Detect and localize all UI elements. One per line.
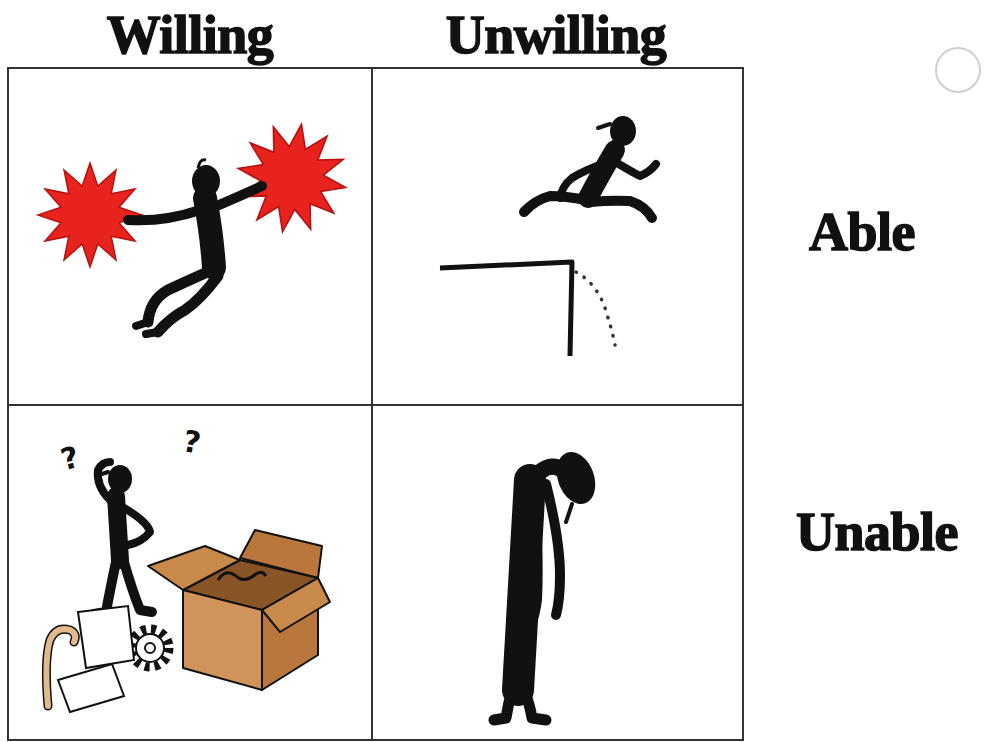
question-mark: ?	[180, 423, 203, 460]
quadrant-grid	[8, 68, 743, 740]
confused-figure	[46, 462, 330, 712]
escaping-figure	[440, 116, 656, 356]
row-header: Able	[809, 201, 915, 263]
cheerleader-figure	[38, 115, 355, 334]
question-mark: ?	[57, 439, 83, 477]
row-header: Unable	[796, 501, 958, 563]
column-header: Willing	[107, 4, 274, 66]
dejected-figure	[494, 446, 602, 720]
punch-hole	[936, 48, 980, 92]
column-header: Unwilling	[446, 4, 667, 66]
